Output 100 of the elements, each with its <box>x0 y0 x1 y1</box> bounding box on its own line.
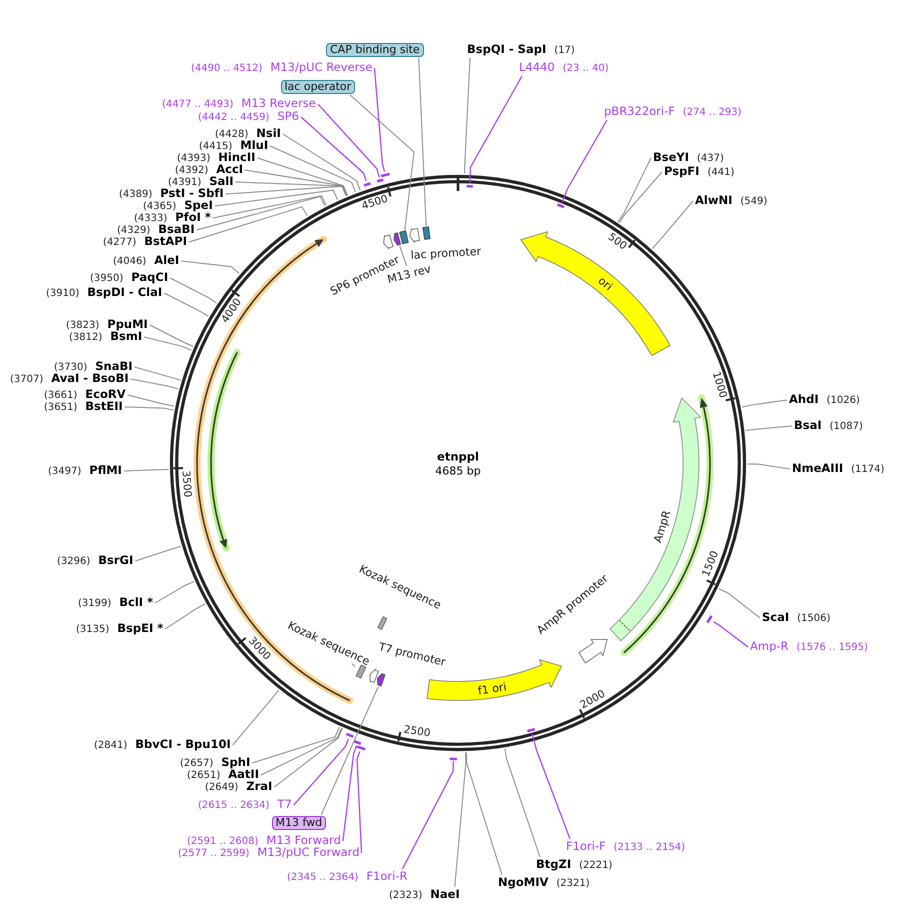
leader-line <box>180 260 240 274</box>
cut-site-label: (3497) PflMI <box>48 464 122 478</box>
feature-tag: M13 fwd <box>272 816 326 830</box>
leader-line <box>652 200 694 249</box>
leader-line <box>464 58 470 174</box>
leader-line <box>399 246 408 267</box>
primer-label: (2615 .. 2634) T7 <box>198 798 292 812</box>
leader-line <box>256 158 348 196</box>
cut-site-label: AlwNI (549) <box>695 194 768 208</box>
leader-line <box>144 336 192 351</box>
leader-line <box>618 172 662 224</box>
leader-line <box>745 426 792 431</box>
cut-site-label: BtgZI (2221) <box>536 858 612 872</box>
cut-site-label: BspQI - SapI (17) <box>467 43 575 57</box>
primer-label: (2577 .. 2599) M13/pUC Forward <box>178 846 360 860</box>
cut-site-label: (2649) ZraI <box>205 780 272 794</box>
cut-site-label: (2841) BbvCI - Bpu10I <box>94 738 231 752</box>
leader-line <box>154 581 194 604</box>
leader-line <box>356 751 362 854</box>
leader-line <box>270 146 356 193</box>
plasmid-name: etnppl <box>437 450 479 464</box>
leader-line <box>418 58 427 226</box>
leader-line <box>252 726 340 764</box>
cut-site-label: (3135) BspEI * <box>76 622 164 636</box>
cut-site-label: (3730) SnaBI <box>54 360 133 374</box>
cut-site-label: (2651) AatII <box>187 768 259 782</box>
leader-line <box>214 190 338 206</box>
cut-site-label: (4046) AleI <box>113 254 180 268</box>
leader-line <box>196 196 326 230</box>
leader-line <box>244 170 348 196</box>
scale-label: 2500 <box>403 724 432 740</box>
scale-label: 1500 <box>700 550 722 579</box>
leader-line <box>713 621 748 648</box>
leader-line <box>212 195 327 218</box>
cut-site-label: NmeAIII (1174) <box>792 462 884 476</box>
leader-line <box>123 469 170 472</box>
leader-line <box>293 738 349 806</box>
leader-line <box>618 158 652 222</box>
leader-line <box>188 206 308 242</box>
scale-label: 3500 <box>180 470 193 498</box>
cut-site-label: (3812) BsmI <box>69 330 142 344</box>
leader-line <box>300 116 367 182</box>
leader-line <box>274 728 343 788</box>
leader-line <box>562 120 608 202</box>
leader-line <box>747 464 790 470</box>
scale-label: 1000 <box>710 370 728 400</box>
cut-site-label: (4428) NsiI <box>215 127 281 141</box>
leader-line <box>124 406 174 410</box>
cut-site-label: (4389) PstI - SbfI <box>119 187 224 201</box>
leader-line <box>742 400 788 408</box>
feature-label: T7 promoter <box>378 640 447 668</box>
primer-label: F1ori-F (2133 .. 2154) <box>566 840 686 854</box>
leader-line <box>504 748 540 858</box>
feature-label: ori <box>596 274 615 294</box>
leader-line <box>342 746 358 842</box>
leader-line <box>374 68 386 172</box>
scale-label: 500 <box>606 231 628 252</box>
cut-site-label: (4415) MluI <box>199 139 268 153</box>
cut-site-label: (4391) SalI <box>168 175 234 189</box>
leader-line <box>718 588 760 618</box>
leader-line <box>469 76 523 184</box>
cut-site-label: (2323) NaeI <box>389 888 460 902</box>
primer-label: (4442 .. 4459) SP6 <box>198 110 299 124</box>
leader-line <box>235 182 348 196</box>
feature-tag: CAP binding site <box>326 43 424 57</box>
cut-site-label: PspFI (441) <box>664 165 734 179</box>
leader-line <box>402 761 454 870</box>
cut-site-label: ScaI (1506) <box>762 611 830 625</box>
cut-site-label: (4333) PfoI * <box>134 211 211 225</box>
cut-site-label: (3910) BspDI - ClaI <box>46 286 162 300</box>
leader-line <box>170 278 218 304</box>
primer-label: L4440 (23 .. 40) <box>519 61 609 75</box>
leader-line <box>164 292 209 317</box>
cut-site-label: (3823) PpuMI <box>66 318 148 332</box>
primer-label: Amp-R (1576 .. 1595) <box>750 640 868 654</box>
cut-site-label: NgoMIV (2321) <box>498 876 590 890</box>
feature-tag: lac operator <box>280 80 356 94</box>
cut-site-label: (4277) BstAPI <box>103 235 187 249</box>
feature-label: f1 ori <box>477 680 508 698</box>
leader-line <box>320 686 379 816</box>
cut-site-label: (3296) BsrGI <box>57 554 134 568</box>
leader-line <box>130 378 179 390</box>
primer-label: (2591 .. 2608) M13 Forward <box>187 834 341 848</box>
cut-site-label: (3651) BstEII <box>44 400 123 414</box>
leader-line <box>317 104 380 178</box>
cut-site-label: (3199) BclI * <box>78 596 154 610</box>
leader-line <box>134 366 182 381</box>
primer-label: pBR322ori-F (274 .. 293) <box>604 105 742 119</box>
cut-site-label: (4393) HincII <box>177 151 256 165</box>
leader-line <box>260 728 342 776</box>
plasmid-size: 4685 bp <box>435 464 481 478</box>
feature-label: lac promoter <box>410 244 482 262</box>
cut-site-label: (4365) SpeI <box>143 199 213 213</box>
cut-site-label: (3707) AvaI - BsoBI <box>10 372 129 386</box>
leader-line <box>466 752 502 876</box>
cut-site-label: (3661) EcoRV <box>44 388 126 402</box>
cut-site-label: (4329) BsaBI <box>117 223 195 237</box>
cut-site-label: (3950) PaqCI <box>90 271 168 285</box>
leader-line <box>149 324 194 347</box>
primer-label: (4490 .. 4512) M13/pUC Reverse <box>191 61 372 75</box>
